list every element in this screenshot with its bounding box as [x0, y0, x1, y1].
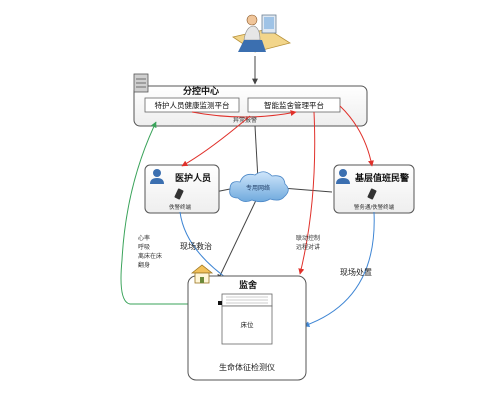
linkage-control-arrow — [298, 111, 316, 275]
instrument-label: 生命体征检测仪 — [219, 362, 275, 372]
bed-label: 床位 — [241, 320, 255, 329]
vitals-data-arrow — [120, 121, 220, 305]
police-device-label: 警务通/佚警终端 — [354, 203, 395, 211]
network-cloud-icon — [229, 171, 289, 203]
phone-icon — [367, 188, 377, 200]
operator-workstation-icon — [232, 14, 291, 53]
vitals-label-heart-rate: 心率 — [138, 234, 150, 242]
control-center-title: 分控中心 — [183, 85, 219, 97]
medical-device-label: 佚警终端 — [169, 203, 192, 211]
sensor-marker-icon — [218, 301, 222, 305]
police-title: 基层值班民警 — [354, 172, 409, 184]
phone-icon — [174, 188, 184, 200]
alarm-to-medical-arrow — [181, 115, 251, 167]
medical-staff-title: 医护人员 — [175, 172, 211, 184]
cell-title: 监舍 — [239, 279, 258, 291]
network-to-police-line — [281, 187, 333, 193]
person-icon — [150, 169, 164, 184]
health-platform-label: 特护人员健康监测平台 — [155, 100, 230, 110]
center-to-network-line — [254, 125, 259, 181]
alarm-to-police-arrow — [339, 105, 374, 167]
supervision-platform-label: 智能监舍管理平台 — [264, 100, 324, 110]
vitals-label-breathing: 呼吸 — [138, 244, 150, 251]
server-icon — [133, 73, 149, 93]
onsite-handling-arrow — [303, 211, 375, 328]
abnormal-alarm-arrow — [191, 110, 297, 118]
vitals-label-bed-presence: 离床在床 — [138, 252, 162, 260]
house-icon — [190, 264, 214, 284]
bed-icon — [221, 293, 273, 345]
onsite-handling-label: 现场处置 — [340, 267, 372, 277]
linkage-label-control: 联动控制 — [296, 234, 320, 242]
network-label: 专用网络 — [246, 184, 270, 192]
network-to-cell-line — [217, 195, 259, 281]
onsite-rescue-label: 现场救治 — [180, 241, 212, 251]
person-icon — [336, 169, 350, 184]
vitals-label-turn-over: 翻身 — [138, 261, 150, 269]
linkage-label-intercom: 远程对讲 — [296, 243, 320, 251]
